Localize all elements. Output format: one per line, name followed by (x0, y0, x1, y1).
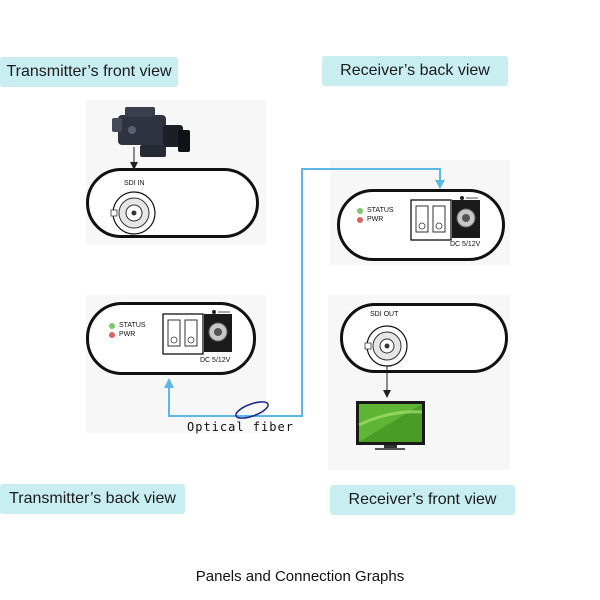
pwr-led (357, 217, 363, 223)
sdi-in-label: SDI IN (124, 180, 145, 187)
sdi-out-label: SDI OUT (370, 311, 399, 318)
optical-fiber-line (164, 168, 445, 417)
dc-label: DC 5/12V (450, 241, 481, 248)
label-transmitter-front: Transmitter’s front view (0, 57, 178, 87)
status-label: STATUS (367, 207, 394, 214)
pwr-led (109, 332, 115, 338)
pwr-label: PWR (119, 331, 136, 338)
label-receiver-front: Receiver’s front view (330, 485, 515, 515)
label-transmitter-back: Transmitter’s back view (0, 484, 185, 514)
fiber-loop-icon (235, 401, 269, 419)
diagram-caption: Panels and Connection Graphs (195, 568, 405, 585)
dc-label: DC 5/12V (200, 357, 231, 364)
monitor-icon (356, 401, 425, 450)
power-jack-icon (204, 310, 232, 352)
fiber-port-icon (410, 199, 452, 241)
status-led (357, 208, 363, 214)
receiver-front-panel (340, 303, 508, 373)
video-camera-icon (112, 107, 190, 157)
status-label: STATUS (119, 322, 146, 329)
bnc-connector-icon (364, 325, 408, 367)
power-jack-icon (452, 196, 480, 238)
optical-fiber-label: Optical fiber (187, 420, 294, 434)
camera-connection-arrow (130, 147, 138, 170)
transmitter-front-panel (86, 168, 259, 238)
status-led (109, 323, 115, 329)
fiber-port-icon (162, 313, 204, 355)
monitor-connection-arrow (383, 366, 391, 398)
bnc-connector-icon (110, 191, 156, 235)
label-receiver-back: Receiver’s back view (322, 56, 508, 86)
pwr-label: PWR (367, 216, 384, 223)
